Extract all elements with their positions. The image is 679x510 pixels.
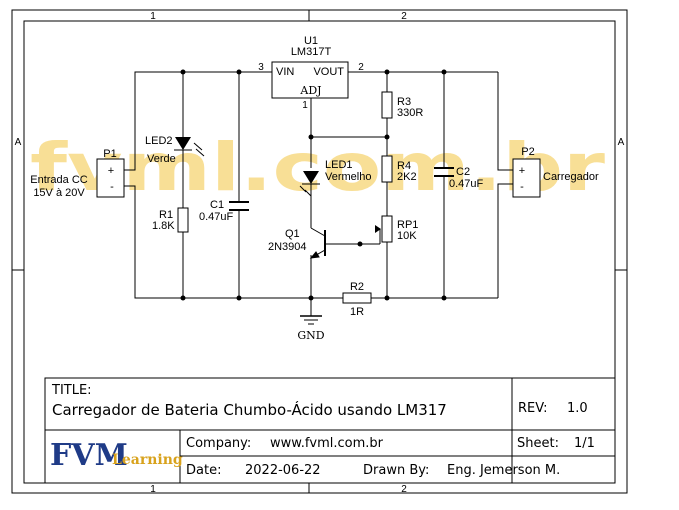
transistor-q1	[309, 227, 326, 259]
p1-minus: -	[110, 181, 114, 193]
frame-row-label: A	[618, 137, 625, 148]
p1-label-line2: 15V à 20V	[33, 187, 85, 199]
resistor-r3: R3 330R	[381, 91, 423, 119]
company-value: www.fvml.com.br	[270, 436, 384, 451]
frame-row-label: A	[15, 137, 22, 148]
p2-label: Carregador	[543, 171, 599, 183]
r4-value: 2K2	[397, 171, 417, 183]
drawn-by-value: Eng. Jemerson M.	[447, 463, 560, 478]
r1-value: 1.8K	[152, 220, 175, 232]
watermark-text: fvml.com.br	[30, 129, 606, 206]
led2-ref: LED2	[145, 135, 173, 147]
p2-minus: -	[520, 181, 524, 193]
sheet-label: Sheet:	[517, 436, 559, 451]
q1-ref: Q1	[285, 228, 300, 240]
c2-value: 0.47uF	[449, 178, 484, 190]
led1-value: Vermelho	[325, 171, 371, 183]
r3-value: 330R	[397, 107, 423, 119]
sheet-value: 1/1	[574, 436, 595, 451]
u1-pin-vout: VOUT	[313, 66, 344, 78]
capacitor-c1	[229, 201, 249, 211]
frame-col-label: 2	[401, 11, 407, 22]
p2-ref: P2	[521, 146, 534, 158]
rp1-value: 10K	[397, 230, 417, 242]
ground-symbol	[300, 315, 322, 325]
p1-plus: +	[108, 165, 114, 177]
rev-value: 1.0	[567, 401, 588, 416]
r1-ref: R1	[159, 209, 173, 221]
u1-value: LM317T	[291, 46, 332, 58]
c1-ref: C1	[210, 199, 224, 211]
p2-plus: +	[519, 165, 525, 177]
frame-col-label: 2	[401, 484, 407, 495]
u1-pin2: 2	[358, 62, 364, 73]
r2-ref: R2	[350, 281, 364, 293]
r2-value: 1R	[350, 306, 364, 318]
led2-diode: LED2 Verde	[145, 135, 205, 165]
connector-p2: P2 + - Carregador	[512, 146, 599, 198]
led1-diode: LED1 Vermelho	[299, 159, 371, 197]
frame-col-label: 1	[150, 484, 156, 495]
capacitor-c2	[434, 167, 454, 177]
potentiometer-rp1: RP1 10K	[375, 215, 418, 243]
connector-p1: P1 + - Entrada CC 15V à 20V	[30, 148, 125, 199]
company-label: Company:	[186, 436, 251, 451]
title-block	[44, 377, 616, 484]
u1-pin-vin: VIN	[276, 66, 294, 78]
u1-pin-adj: ADJ	[299, 84, 321, 97]
q1-value: 2N3904	[268, 241, 307, 253]
u1-pin1: 1	[302, 100, 308, 111]
logo-main: FVM	[50, 438, 128, 473]
u1-pin3: 3	[258, 62, 264, 73]
gnd-label: GND	[297, 329, 324, 342]
c1-value: 0.47uF	[199, 211, 234, 223]
c2-ref: C2	[456, 166, 470, 178]
fvm-logo: FVM Learning	[50, 438, 183, 473]
rev-label: REV:	[518, 401, 547, 416]
logo-sub: Learning	[112, 452, 183, 468]
resistor-r4: R4 2K2	[381, 155, 417, 183]
title-text: Carregador de Bateria Chumbo-Ácido usand…	[52, 400, 447, 419]
p1-label-line1: Entrada CC	[30, 174, 88, 186]
resistor-r1: R1 1.8K	[152, 207, 189, 233]
r4-ref: R4	[397, 160, 411, 172]
rp1-ref: RP1	[397, 219, 418, 231]
title-label: TITLE:	[51, 383, 92, 398]
r3-ref: R3	[397, 96, 411, 108]
led2-value: Verde	[147, 153, 176, 165]
resistor-r2: R2 1R	[342, 281, 372, 318]
frame-col-label: 1	[150, 11, 156, 22]
date-value: 2022-06-22	[245, 463, 321, 478]
regulator-u1: U1 LM317T VIN VOUT ADJ 3 2 1	[258, 35, 364, 111]
p1-ref: P1	[103, 148, 116, 160]
u1-ref: U1	[304, 35, 318, 47]
date-label: Date:	[186, 463, 221, 478]
led1-ref: LED1	[325, 159, 353, 171]
drawn-by-label: Drawn By:	[363, 463, 429, 478]
junction-dots	[180, 69, 447, 301]
